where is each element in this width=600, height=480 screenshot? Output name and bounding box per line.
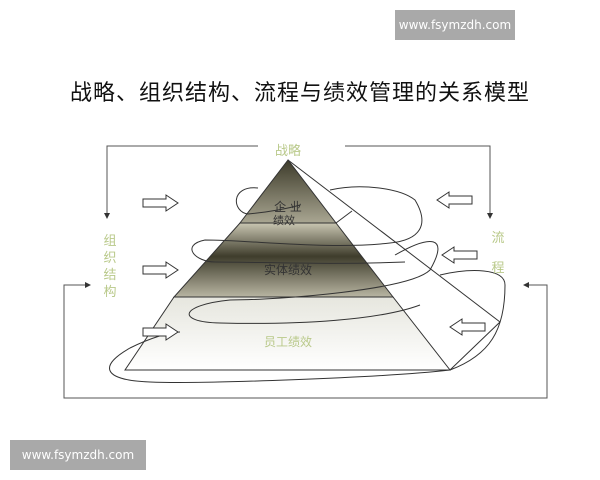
watermark-bottom: www.fsymzdh.com [10, 440, 146, 470]
process-flow-curves [109, 186, 506, 383]
pyramid-side-face [287, 159, 501, 371]
strategy-to-process-connector [345, 145, 493, 219]
right-arrow-icon [142, 323, 179, 341]
svg-text:构: 构 [103, 285, 116, 300]
bottom-left-feedback-connector [63, 282, 300, 399]
watermark-top: www.fsymzdh.com [395, 10, 515, 40]
diagram-title: 战略、组织结构、流程与绩效管理的关系模型 [69, 81, 530, 106]
enterprise-performance-label-line2: 绩效 [273, 213, 295, 227]
svg-text:程: 程 [491, 261, 504, 276]
entity-performance-label: 实体绩效 [264, 262, 312, 277]
org-structure-label: 组 织 结 构 [103, 234, 116, 300]
left-arrows [142, 194, 179, 341]
pyramid-layer-entity [172, 222, 395, 298]
left-arrow-icon [441, 246, 478, 264]
right-arrow-icon [142, 194, 179, 212]
right-arrow-icon [142, 261, 179, 279]
left-arrow-icon [436, 191, 473, 209]
process-label: 流 程 [491, 231, 504, 276]
svg-text:织: 织 [103, 251, 116, 266]
svg-text:流: 流 [491, 231, 504, 246]
svg-text:组: 组 [103, 234, 116, 249]
employee-performance-label: 员工绩效 [264, 334, 312, 349]
right-arrows [436, 191, 486, 336]
strategy-label: 战略 [275, 143, 301, 159]
svg-text:结: 结 [103, 268, 116, 283]
strategy-to-structure-connector [104, 145, 258, 219]
left-arrow-icon [449, 318, 486, 336]
bottom-right-feedback-connector [300, 282, 548, 399]
enterprise-performance-label: 企 业 [274, 199, 302, 214]
